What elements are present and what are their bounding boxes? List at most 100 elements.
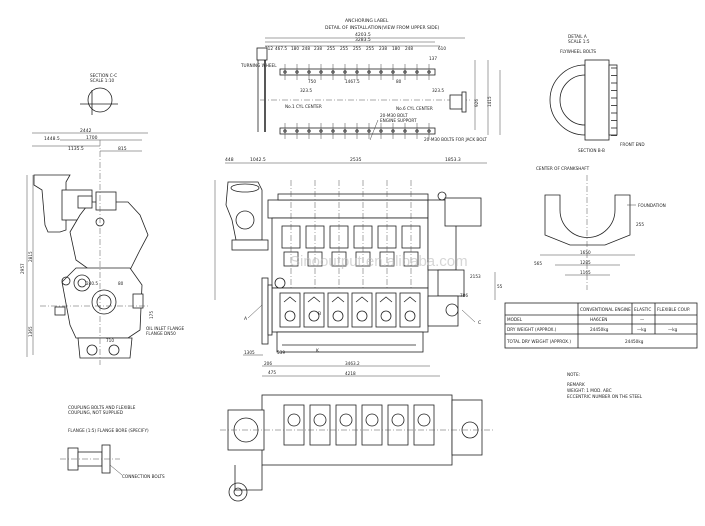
plan-cylinder	[283, 404, 305, 446]
foundation-label: FOUNDATION	[638, 203, 666, 208]
dim: 750	[308, 79, 316, 84]
door-handle	[331, 296, 345, 303]
dim: 1042.5	[250, 157, 266, 163]
lower-rail-bolts	[283, 123, 431, 139]
bolt-hole	[427, 70, 431, 74]
cylinder-heads	[281, 180, 421, 340]
door-cover	[356, 310, 368, 322]
oil-inlet-label: OIL INLET FLANGE	[146, 326, 185, 331]
remarks-note: NOTE: REMARK WEIGHT: 1 MOD. ABC ECCENTRI…	[567, 372, 643, 399]
bolt-hole	[319, 70, 323, 74]
bolt-spacing-dims: 312 467.5 180 248 238 255 255 255 255 23…	[265, 46, 446, 51]
front-end-label: FRONT END	[620, 142, 645, 147]
valve-cover	[391, 413, 405, 427]
dim-overall: 4203.5	[355, 32, 371, 38]
dim: 815	[118, 146, 127, 152]
side-scale: SCALE 1:10	[90, 78, 114, 83]
bolt-hole	[403, 129, 407, 133]
bolt-hole	[307, 70, 311, 74]
bolt-hole	[391, 70, 395, 74]
dim: 1700	[86, 135, 98, 141]
dim: 2535	[350, 157, 362, 163]
dim: 539	[277, 350, 285, 355]
marker-k: K	[316, 348, 320, 354]
dim: 323.5	[300, 88, 312, 93]
table-cell: MODEL	[507, 317, 523, 322]
dim: 255	[353, 46, 361, 51]
remarks-line: REMARK	[567, 382, 585, 387]
th-elastic: ELASTIC	[634, 307, 651, 312]
valve-cover	[365, 413, 379, 427]
dim: 240.5	[86, 281, 98, 286]
table-cell: HA6CEN	[590, 317, 607, 322]
top-installation-view: ANCHORING LABEL DETAIL OF INSTALLATION(V…	[240, 18, 501, 142]
dim: 1365	[28, 326, 33, 337]
plan-cylinder	[335, 404, 357, 446]
dim: 2442	[80, 128, 92, 134]
dim: 238	[314, 46, 322, 51]
bolt-hole	[331, 70, 335, 74]
dim-bolt-span: 3283.5	[355, 37, 371, 43]
dim: 255	[366, 46, 374, 51]
bolt-hole	[379, 129, 383, 133]
dim: 2957	[20, 263, 25, 274]
dim: 80	[118, 281, 124, 286]
valve-cover	[313, 413, 327, 427]
flywheel-bolts-label: FLYWHEEL BOLTS	[560, 49, 596, 54]
table-cell: 24450kg	[590, 327, 609, 332]
dim: 926	[474, 99, 479, 107]
weight-table: CONVENTIONAL ENGINE ELASTIC FLEXIBLE COU…	[504, 302, 698, 349]
dim: 206	[264, 361, 272, 366]
valve-cover	[287, 413, 301, 427]
bolt-hole	[343, 70, 347, 74]
crankcase-doors	[279, 292, 421, 328]
door-handle	[379, 296, 393, 303]
dim: 786	[460, 293, 468, 298]
door-handle	[355, 296, 369, 303]
dim: 248	[405, 46, 413, 51]
dim: 2153	[470, 274, 481, 279]
section-label: SECTION B-B	[578, 148, 605, 153]
detail-a-view: DETAIL A SCALE 1:5 FLYWHEEL BOLTS FRONT …	[534, 34, 666, 290]
bolt-hole	[367, 70, 371, 74]
flange-label: FLANGE DN50	[146, 331, 176, 336]
table-cell: —kg	[637, 327, 647, 332]
dim: 610	[438, 46, 446, 51]
dim: 467.5	[275, 46, 287, 51]
no6-cyl-label: No.6 CYL CENTER	[396, 106, 433, 111]
dim: 1650	[580, 250, 591, 255]
bolt-hole	[403, 70, 407, 74]
dim: 255	[327, 46, 335, 51]
bolt-hole	[355, 70, 359, 74]
remarks-title: NOTE:	[567, 372, 580, 377]
th-conventional: CONVENTIONAL ENGINE	[580, 307, 631, 312]
dim: 180	[392, 46, 400, 51]
dim: 238	[379, 46, 387, 51]
dim: 255	[636, 222, 644, 227]
remarks-line: ECCENTRIC NUMBER ON THE STEEL	[567, 394, 643, 399]
bolt-hole	[415, 129, 419, 133]
th-flexible: FLEXIBLE COUP.	[657, 307, 690, 312]
marker-b: B	[318, 311, 321, 317]
turning-wheel-label: TURNING WHEEL	[240, 63, 277, 68]
upper-rail-bolts	[283, 64, 431, 80]
bolt-hole	[415, 70, 419, 74]
bolt-hole	[307, 129, 311, 133]
bolt-hole	[355, 129, 359, 133]
bolt-hole	[331, 129, 335, 133]
dim: 1415	[487, 96, 492, 107]
dim: 2815	[28, 251, 33, 262]
dim: 1285	[580, 260, 591, 265]
bolt-hole	[427, 129, 431, 133]
plan-cylinder	[387, 404, 409, 446]
table-cell: DRY WEIGHT (APPROX.)	[507, 327, 557, 332]
bolt-hole	[283, 70, 287, 74]
remarks-line: WEIGHT: 1 MOD. ABC	[567, 388, 612, 393]
plan-cylinder	[413, 404, 435, 446]
bolt-hole	[367, 129, 371, 133]
crankcase-door	[375, 292, 397, 328]
door-cover	[380, 310, 392, 322]
bolt-hole	[295, 129, 299, 133]
bolt-hole	[379, 70, 383, 74]
